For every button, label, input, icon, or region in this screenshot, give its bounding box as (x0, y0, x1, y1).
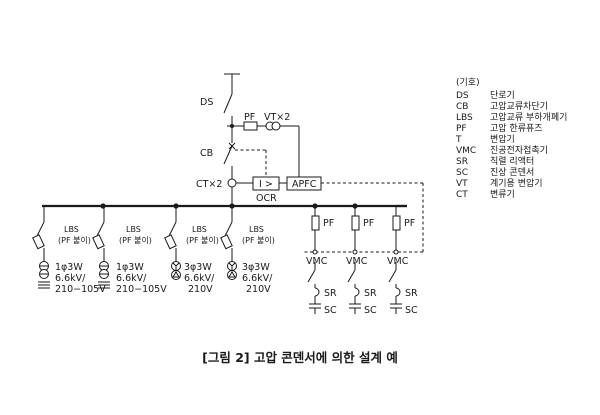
transformer-4-secondary: 210V (246, 284, 271, 295)
legend-name: 단로기 (490, 90, 515, 101)
transformer-feeder-4 (220, 206, 237, 280)
transformer-3-phase: 3φ3W (184, 262, 212, 273)
vt-label: VT×2 (264, 112, 290, 123)
lbs-label-1: LBS (64, 225, 79, 234)
legend-code: VMC (456, 146, 476, 156)
legend-code: SC (456, 168, 468, 178)
pf-attached-label-4: (PF 붙이) (242, 235, 275, 245)
sc-label-1: SC (324, 305, 337, 316)
pf-attached-label-3: (PF 붙이) (186, 235, 219, 245)
relay-label: I > (259, 179, 273, 190)
ct-label: CT×2 (196, 179, 222, 190)
pf-attached-label-2: (PF 붙이) (119, 235, 152, 245)
vmc-label-2: VMC (346, 256, 368, 267)
legend-name: 진공전자접촉기 (490, 144, 548, 156)
legend-name: 고압 한류퓨즈 (490, 122, 543, 134)
pf-fuse-symbol (351, 215, 360, 231)
vt-fuse-symbol (243, 121, 258, 131)
capacitor-bank-3 (388, 206, 402, 314)
incoming-feeder (223, 73, 240, 206)
vmc-label-3: VMC (387, 256, 409, 267)
legend-code: CB (456, 102, 468, 112)
transformer-1-voltage: 6.6kV/ (55, 273, 86, 284)
transformer-3-secondary: 210V (188, 284, 213, 295)
lbs-label-2: LBS (126, 225, 141, 234)
vmc-contactor-symbol (388, 269, 397, 283)
vt-pf-label: PF (244, 112, 255, 123)
pf-attached-label-1: (PF 붙이) (58, 235, 91, 245)
capacitor-bank-1 (307, 206, 321, 314)
lbs-label-4: LBS (249, 225, 264, 234)
lbs-label-3: LBS (192, 225, 207, 234)
legend-code: VT (456, 179, 468, 189)
sc-label-3: SC (405, 305, 418, 316)
protection-control (235, 149, 424, 253)
legend-code: LBS (456, 113, 473, 123)
legend-name: 계기용 변압기 (490, 177, 543, 189)
transformer-feeder-3 (164, 206, 181, 280)
figure-caption: [그림 2] 고압 콘덴서에 의한 설계 예 (202, 350, 398, 365)
transformer-3-voltage: 6.6kV/ (184, 273, 215, 284)
ds-label: DS (200, 97, 213, 108)
legend-code: PF (456, 124, 467, 134)
vmc-label-1: VMC (306, 256, 328, 267)
transformer-2-phase: 1φ3W (116, 262, 144, 273)
legend-title: (기호) (456, 77, 480, 88)
vmc-contactor-symbol (307, 269, 316, 283)
legend-name: 변류기 (490, 189, 515, 200)
disconnector-symbol (223, 93, 233, 114)
transformer-1-secondary: 210−105V (55, 284, 106, 295)
symbol-legend: (기호) DS 단로기 CB 고압교류차단기 LBS 고압교류 부하개폐기 PF… (455, 77, 567, 200)
series-reactor-symbol (354, 287, 360, 297)
ocr-label: OCR (256, 193, 277, 204)
sr-label-3: SR (405, 288, 418, 299)
legend-code: T (455, 135, 462, 145)
apfc-label: APFC (292, 179, 317, 190)
vt-branch (230, 121, 300, 178)
vmc-contactor-symbol (347, 269, 356, 283)
transformer-feeder-2 (92, 206, 110, 289)
series-reactor-symbol (314, 287, 320, 297)
legend-name: 변압기 (490, 133, 515, 145)
legend-name: 진상 콘덴서 (490, 167, 534, 178)
pf-fuse-symbol (392, 215, 401, 231)
cb-label: CB (200, 148, 213, 159)
transformer-4-voltage: 6.6kV/ (242, 273, 273, 284)
transformer-4-phase: 3φ3W (242, 262, 270, 273)
cap-pf-label-1: PF (323, 218, 334, 229)
legend-code: DS (456, 91, 469, 101)
sr-label-2: SR (364, 288, 377, 299)
capacitor-bank-2 (347, 206, 361, 314)
legend-name: 고압교류 부하개폐기 (490, 111, 567, 123)
current-transformer-symbol (227, 178, 237, 188)
cap-pf-label-3: PF (404, 218, 415, 229)
series-reactor-symbol (395, 287, 401, 297)
sc-label-2: SC (364, 305, 377, 316)
pf-fuse-symbol (311, 215, 320, 231)
transformer-2-secondary: 210−105V (116, 284, 167, 295)
legend-name: 직렬 리액터 (490, 155, 534, 167)
legend-name: 고압교류차단기 (490, 100, 548, 112)
transformer-1-phase: 1φ3W (55, 262, 83, 273)
transformer-feeder-1 (32, 206, 50, 289)
transformer-2-voltage: 6.6kV/ (116, 273, 147, 284)
cap-pf-label-2: PF (363, 218, 374, 229)
legend-code: CT (456, 190, 468, 200)
legend-code: SR (456, 157, 468, 167)
sr-label-1: SR (324, 288, 337, 299)
